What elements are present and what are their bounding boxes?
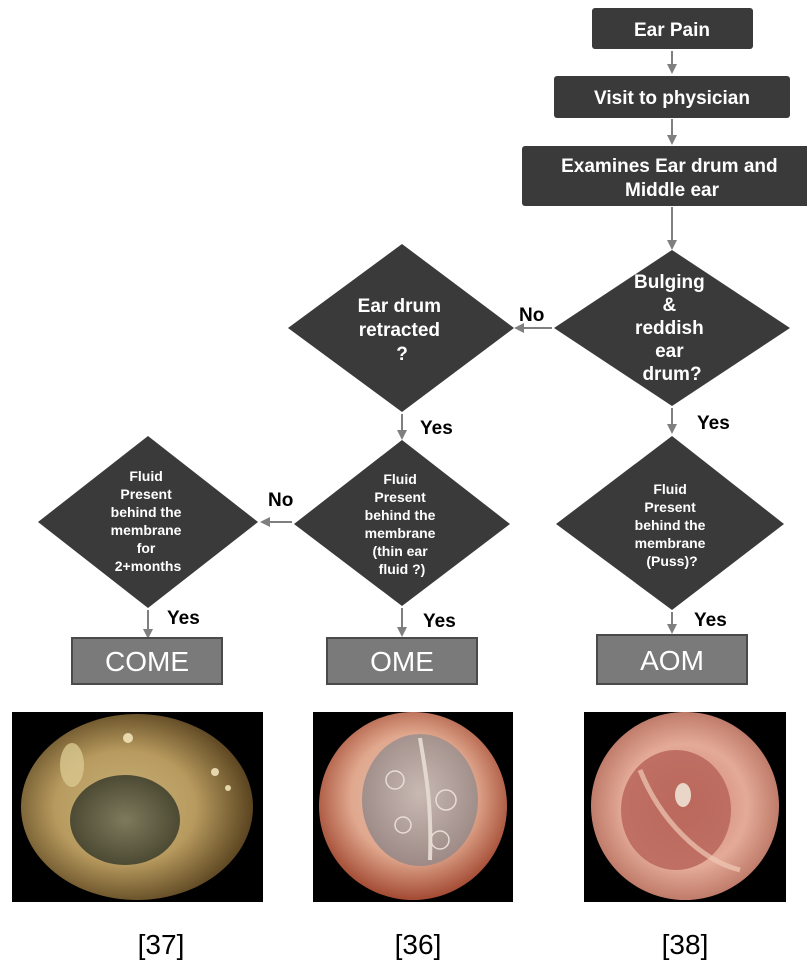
label-yes-ome: Yes — [423, 611, 456, 632]
label-yes-aom: Yes — [694, 610, 727, 631]
bulging-line-2: & — [662, 295, 676, 316]
node-visit-physician: Visit to physician — [554, 76, 790, 118]
fluid-aom-line-3: behind the — [635, 517, 706, 533]
decision-fluid-ome: Fluid Present behind the membrane (thin … — [294, 440, 510, 606]
fluid-ome-line-2: Present — [374, 489, 426, 505]
outcome-aom: AOM — [597, 635, 747, 684]
fluid-come-line-1: Fluid — [129, 468, 162, 484]
fluid-come-line-4: membrane — [111, 522, 182, 538]
retracted-line-3: ? — [396, 344, 408, 365]
otoscope-image-aom — [584, 712, 786, 902]
otoscope-image-ome — [313, 712, 513, 902]
fluid-ome-line-1: Fluid — [383, 471, 416, 487]
label-no-bulging: No — [519, 305, 544, 326]
otoscope-image-come — [12, 712, 263, 902]
fluid-aom-line-1: Fluid — [653, 481, 686, 497]
decision-bulging: Bulging & reddish ear drum? — [554, 250, 790, 406]
fluid-come-line-5: for — [137, 540, 156, 556]
fluid-aom-line-5: (Puss)? — [646, 553, 697, 569]
fluid-come-line-3: behind the — [111, 504, 182, 520]
reference-aom: [38] — [662, 929, 709, 960]
label-yes-bulging: Yes — [697, 413, 730, 434]
decision-fluid-aom: Fluid Present behind the membrane (Puss)… — [556, 436, 784, 610]
fluid-ome-line-5: (thin ear — [372, 543, 428, 559]
examine-line-1: Examines Ear drum and — [561, 156, 777, 177]
node-ear-pain: Ear Pain — [592, 8, 753, 49]
label-no-ome: No — [268, 490, 293, 511]
node-examine: Examines Ear drum and Middle ear — [522, 146, 807, 206]
decision-bulging-label: Bulging & reddish ear drum? — [634, 272, 710, 385]
decision-fluid-come: Fluid Present behind the membrane for 2+… — [38, 436, 258, 608]
fluid-ome-line-4: membrane — [365, 525, 436, 541]
retracted-line-1: Ear drum — [358, 296, 441, 317]
outcome-ome-label: OME — [370, 646, 434, 677]
outcome-ome: OME — [327, 638, 477, 684]
outcome-come: COME — [72, 638, 222, 684]
label-yes-retracted: Yes — [420, 418, 453, 439]
decision-retracted: Ear drum retracted ? — [288, 244, 514, 412]
outcome-aom-label: AOM — [640, 645, 704, 676]
label-yes-come: Yes — [167, 608, 200, 629]
fluid-aom-line-4: membrane — [635, 535, 706, 551]
fluid-ome-line-3: behind the — [365, 507, 436, 523]
reference-ome: [36] — [395, 929, 442, 960]
bulging-line-5: drum? — [642, 364, 701, 385]
reference-come: [37] — [138, 929, 185, 960]
bulging-line-4: ear — [655, 341, 684, 362]
fluid-come-line-2: Present — [120, 486, 172, 502]
node-visit-label: Visit to physician — [594, 88, 750, 109]
fluid-ome-line-6: fluid ?) — [379, 561, 426, 577]
fluid-aom-line-2: Present — [644, 499, 696, 515]
bulging-line-3: reddish — [635, 318, 704, 339]
fluid-come-line-6: 2+months — [115, 558, 182, 574]
node-ear-pain-label: Ear Pain — [634, 20, 710, 41]
retracted-line-2: retracted — [359, 320, 440, 341]
bulging-line-1: Bulging — [634, 272, 705, 293]
examine-line-2: Middle ear — [625, 180, 720, 201]
outcome-come-label: COME — [105, 646, 189, 677]
